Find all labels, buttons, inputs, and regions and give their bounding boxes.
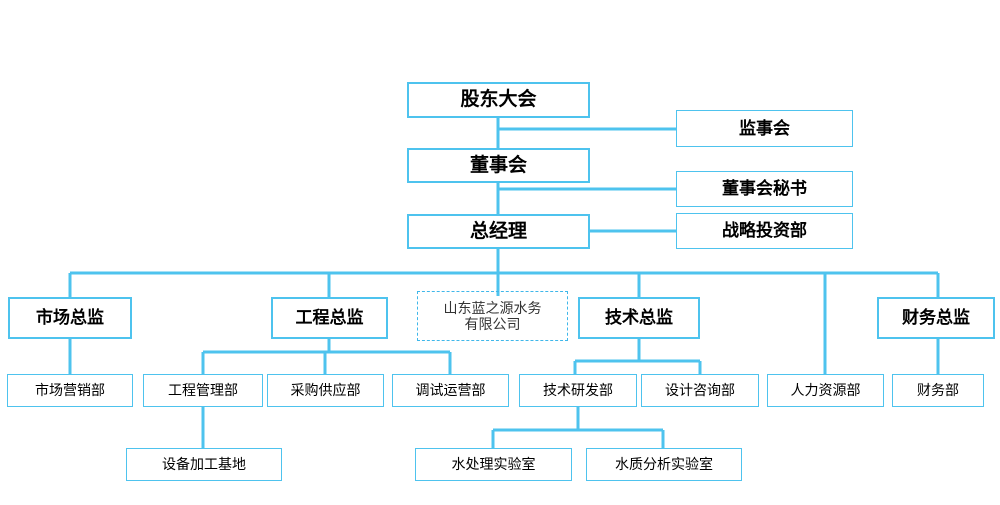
node-general-manager[interactable]: 总经理 [407,214,590,249]
node-board-of-directors[interactable]: 董事会 [407,148,590,183]
node-marketing-dept[interactable]: 市场营销部 [7,374,133,407]
node-technical-director[interactable]: 技术总监 [578,297,700,339]
node-strategic-investment-dept[interactable]: 战略投资部 [676,213,853,249]
node-procurement-supply-dept[interactable]: 采购供应部 [267,374,384,407]
node-company-name-note: 山东蓝之源水务 有限公司 [417,291,568,341]
node-market-director[interactable]: 市场总监 [8,297,132,339]
node-engineering-director[interactable]: 工程总监 [271,297,388,339]
node-board-of-supervisors[interactable]: 监事会 [676,110,853,147]
node-design-consulting-dept[interactable]: 设计咨询部 [641,374,759,407]
node-commissioning-ops-dept[interactable]: 调试运营部 [392,374,509,407]
node-hr-dept[interactable]: 人力资源部 [767,374,884,407]
node-water-treatment-lab[interactable]: 水处理实验室 [415,448,572,481]
node-water-quality-lab[interactable]: 水质分析实验室 [586,448,742,481]
node-tech-rd-dept[interactable]: 技术研发部 [519,374,637,407]
node-engineering-mgmt-dept[interactable]: 工程管理部 [143,374,263,407]
node-board-secretary[interactable]: 董事会秘书 [676,171,853,207]
node-shareholders-meeting[interactable]: 股东大会 [407,82,590,118]
node-equipment-base[interactable]: 设备加工基地 [126,448,282,481]
node-finance-dept[interactable]: 财务部 [892,374,984,407]
node-finance-director[interactable]: 财务总监 [877,297,995,339]
